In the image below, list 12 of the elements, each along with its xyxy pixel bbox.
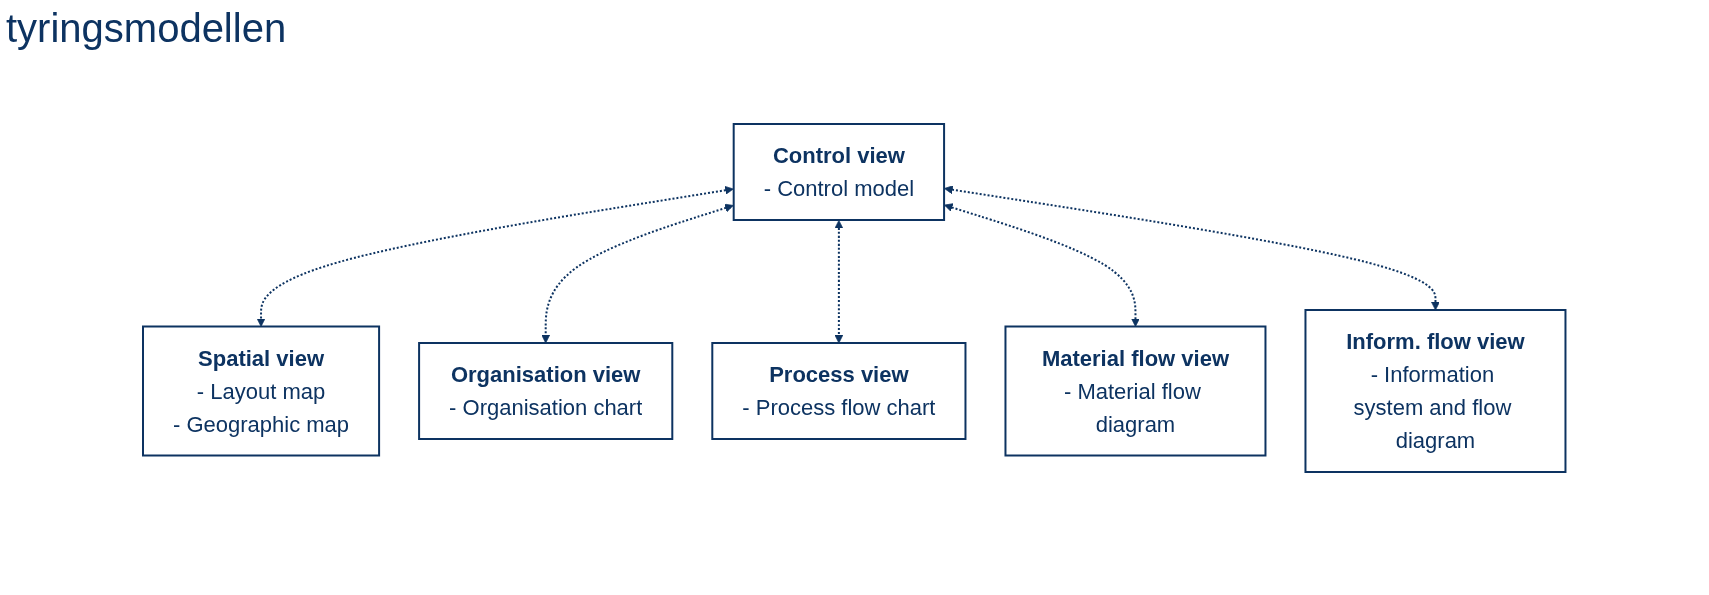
- node-box: Inform. flow view - Information system and flow diagram: [1304, 308, 1567, 473]
- arrow: [944, 184, 1441, 310]
- arrow: [944, 202, 1141, 327]
- node-box: Organisation view - Organisation chart: [418, 341, 674, 440]
- arrow: [834, 219, 844, 343]
- arrow: [256, 185, 734, 327]
- diagram-title: tyringsmodellen: [6, 6, 287, 51]
- node-box: Process view - Process flow chart: [711, 341, 967, 440]
- node-box: Control view - Control model: [732, 122, 946, 221]
- node-box: Material flow view - Material flow diagram: [1004, 325, 1267, 456]
- node-box: Spatial view - Layout map - Geographic map: [142, 325, 381, 456]
- arrow: [541, 203, 734, 343]
